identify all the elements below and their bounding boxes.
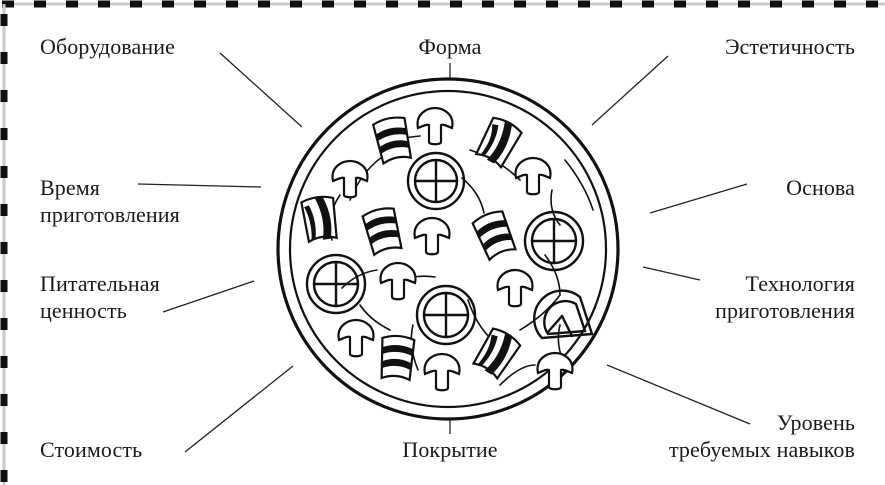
label-topping: Покрытие [370, 436, 530, 463]
label-base: Основа [700, 174, 855, 201]
label-equipment: Оборудование [40, 33, 175, 60]
connector-bottom-left [185, 366, 293, 452]
label-shape: Форма [390, 33, 510, 60]
connector-left-lower [163, 281, 254, 312]
label-aesthetics: Эстетичность [650, 33, 855, 60]
label-nutritional-value: Питательная ценность [40, 270, 160, 324]
label-cooking-time: Время приготовления [40, 174, 180, 228]
label-cost: Стоимость [40, 436, 142, 463]
label-cooking-technology: Технология приготовления [660, 270, 855, 324]
connector-top-left [220, 53, 302, 127]
connector-top-right [592, 56, 668, 125]
pizza-icon [278, 79, 618, 419]
label-skill-level: Уровень требуемых навыков [600, 409, 855, 463]
